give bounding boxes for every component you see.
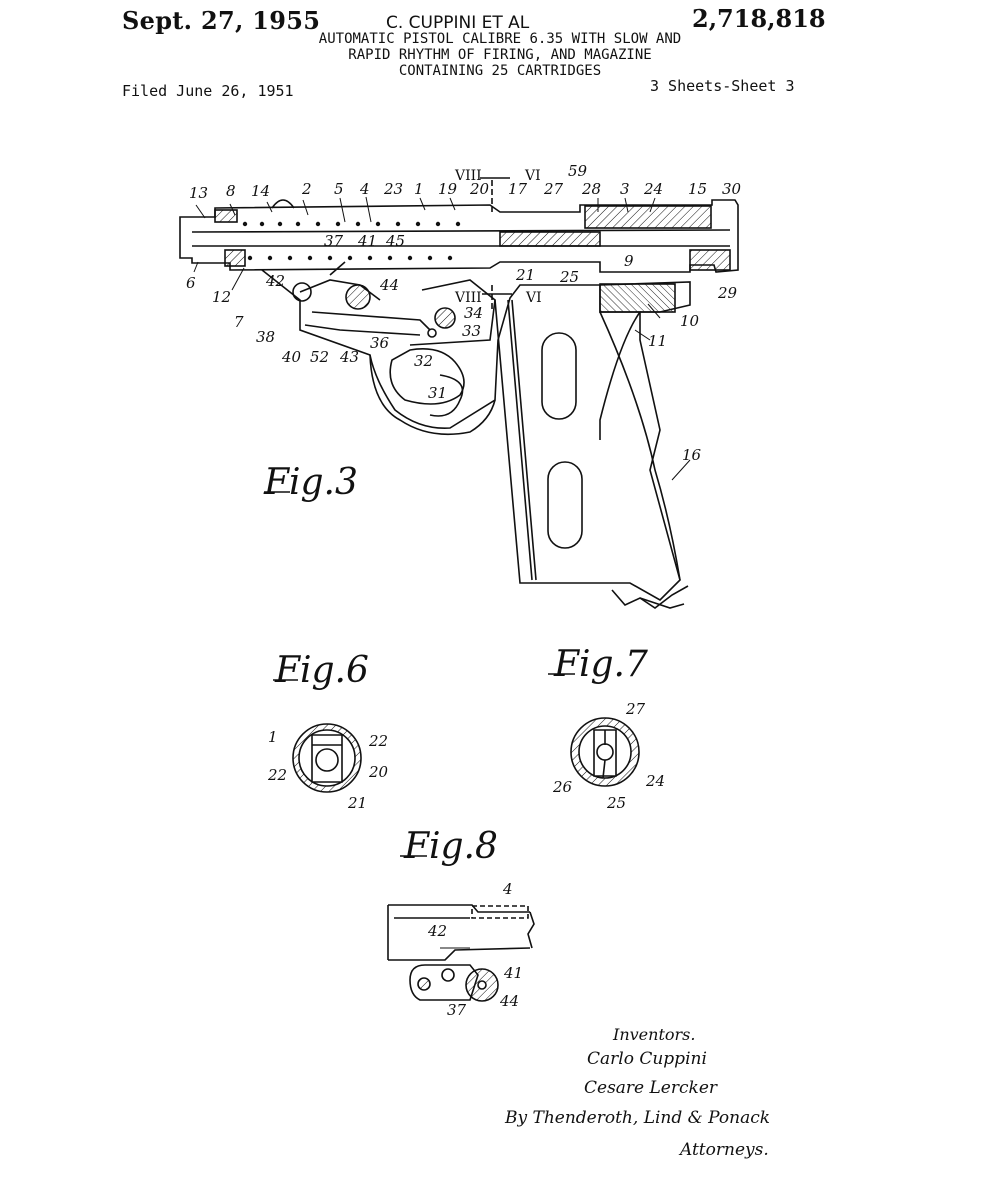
fig3-label-10: 10 bbox=[680, 312, 700, 330]
fig3-label-7: 7 bbox=[234, 313, 244, 331]
fig3-label-12: 12 bbox=[212, 288, 231, 306]
fig3-label-34: 34 bbox=[464, 304, 483, 322]
fig3-label-38: 38 bbox=[256, 328, 275, 346]
fig7-cross-section bbox=[570, 717, 640, 787]
fig3-label-15: 15 bbox=[688, 180, 707, 198]
fig8-label-44: 44 bbox=[499, 992, 519, 1010]
fig3-label-1: 1 bbox=[414, 180, 424, 198]
fig3-label-19: 19 bbox=[438, 180, 458, 198]
fig3-section-vi: VI bbox=[524, 168, 541, 184]
fig3-label-32: 32 bbox=[414, 352, 433, 370]
fig3-label-42: 42 bbox=[265, 272, 285, 290]
fig3-label-40: 40 bbox=[281, 348, 302, 366]
fig3-label-59: 59 bbox=[568, 162, 588, 180]
fig3-reference-labels: 13 8 14 2 5 4 23 1 19 20 17 27 28 3 24 1… bbox=[186, 162, 742, 464]
fig7-label-24: 24 bbox=[645, 772, 665, 790]
fig3-label-8: 8 bbox=[226, 182, 236, 200]
fig3-label-14: 14 bbox=[251, 182, 270, 200]
fig3-label-41: 41 bbox=[357, 232, 377, 250]
fig3-label-33: 33 bbox=[462, 322, 481, 340]
fig3-label-23: 23 bbox=[383, 180, 403, 198]
fig3-section-viii-lower: VIII bbox=[454, 290, 482, 306]
patent-number: 2,718,818 bbox=[692, 4, 826, 33]
fig7-label-25: 25 bbox=[606, 794, 626, 812]
inventors-heading: Inventors. bbox=[612, 1025, 695, 1044]
fig3-label-45: 45 bbox=[385, 232, 405, 250]
fig8-label-41: 41 bbox=[503, 964, 523, 982]
fig3-label-25: 25 bbox=[559, 268, 579, 286]
fig3-caption: Fig.3 bbox=[263, 462, 358, 503]
fig3-label-21: 21 bbox=[515, 266, 535, 284]
fig3-label-20: 20 bbox=[469, 180, 490, 198]
patent-date: Sept. 27, 1955 bbox=[122, 6, 321, 35]
fig3-label-17: 17 bbox=[508, 180, 528, 198]
fig8-detail bbox=[387, 904, 535, 1002]
sheet-count: 3 Sheets-Sheet 3 bbox=[650, 77, 795, 95]
fig3-label-11: 11 bbox=[648, 332, 667, 350]
fig3-label-31: 31 bbox=[428, 384, 447, 402]
inventor-1-signature: Carlo Cuppini bbox=[587, 1049, 707, 1069]
fig7-caption: Fig.7 bbox=[553, 644, 648, 685]
fig3-label-3: 3 bbox=[620, 180, 630, 198]
fig3-label-6: 6 bbox=[186, 274, 196, 292]
fig3-label-43: 43 bbox=[339, 348, 359, 366]
fig3-section-viii: VIII bbox=[454, 168, 482, 184]
attorney-firm-signature: By Thenderoth, Lind & Ponack bbox=[504, 1108, 770, 1128]
fig3-label-37: 37 bbox=[324, 232, 344, 250]
fig8-label-4: 4 bbox=[502, 880, 513, 898]
fig6-cross-section bbox=[292, 723, 362, 793]
fig7-label-26: 26 bbox=[552, 778, 573, 796]
title-line-3: CONTAINING 25 CARTRIDGES bbox=[398, 63, 602, 79]
fig8-label-37: 37 bbox=[447, 1001, 467, 1019]
title-line-1: AUTOMATIC PISTOL CALIBRE 6.35 WITH SLOW … bbox=[318, 31, 682, 47]
fig6-label-20: 20 bbox=[368, 763, 389, 781]
fig3-label-16: 16 bbox=[682, 446, 702, 464]
fig7-label-27: 27 bbox=[625, 700, 646, 718]
fig3-label-30: 30 bbox=[722, 180, 742, 198]
fig3-label-13: 13 bbox=[189, 184, 208, 202]
fig3-label-24: 24 bbox=[643, 180, 663, 198]
fig3-label-2: 2 bbox=[301, 180, 312, 198]
fig8-caption: Fig.8 bbox=[403, 826, 498, 867]
inventor-name: C. CUPPINI ET AL bbox=[386, 13, 530, 33]
attorneys-label: Attorneys. bbox=[678, 1140, 769, 1160]
fig3-label-9: 9 bbox=[624, 252, 634, 270]
fig3-label-36: 36 bbox=[370, 334, 390, 352]
filed-date: Filed June 26, 1951 bbox=[122, 82, 294, 100]
fig6-label-22-right: 22 bbox=[368, 732, 388, 750]
fig3-label-52: 52 bbox=[310, 348, 329, 366]
fig3-label-29: 29 bbox=[717, 284, 738, 302]
fig6-label-21: 21 bbox=[347, 794, 367, 812]
fig3-section-vi-lower: VI bbox=[525, 290, 542, 306]
fig6-caption: Fig.6 bbox=[274, 650, 369, 691]
fig3-label-27: 27 bbox=[543, 180, 564, 198]
fig3-label-44: 44 bbox=[379, 276, 399, 294]
fig3-pistol-drawing bbox=[179, 177, 739, 609]
patent-title: AUTOMATIC PISTOL CALIBRE 6.35 WITH SLOW … bbox=[220, 31, 780, 79]
inventor-2-signature: Cesare Lercker bbox=[584, 1078, 718, 1098]
fig3-label-5: 5 bbox=[334, 180, 344, 198]
fig3-label-28: 28 bbox=[581, 180, 601, 198]
fig8-label-42: 42 bbox=[427, 922, 447, 940]
fig6-label-22-left: 22 bbox=[267, 766, 287, 784]
signature-block: Inventors. Carlo Cuppini Cesare Lercker … bbox=[504, 1025, 770, 1160]
fig6-label-1: 1 bbox=[268, 728, 278, 746]
title-line-2: RAPID RHYTHM OF FIRING, AND MAGAZINE bbox=[348, 47, 652, 63]
fig3-label-4: 4 bbox=[359, 180, 370, 198]
